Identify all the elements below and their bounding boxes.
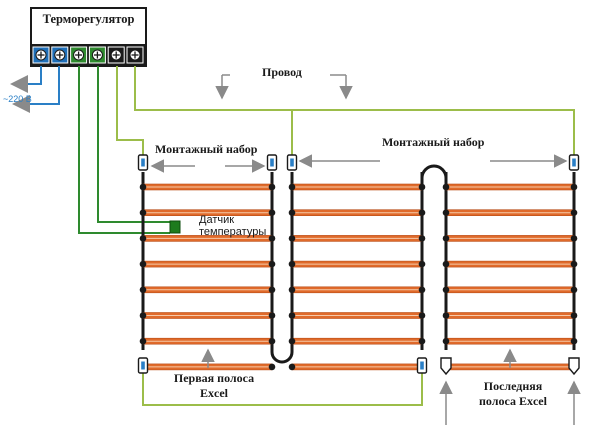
strip-joint <box>139 183 147 191</box>
strip-joint <box>442 260 450 268</box>
end-caps <box>137 154 580 376</box>
sensor-label-line-2: температуры <box>199 226 267 238</box>
strip-joint <box>288 312 296 319</box>
end-cap <box>568 357 580 376</box>
supply-wire-2 <box>12 66 60 113</box>
sensor-label-line-1: Датчик <box>199 214 235 226</box>
strip-joint <box>268 209 276 216</box>
connector-pin <box>141 361 145 370</box>
strip-joint <box>442 183 450 191</box>
first-strip-label: Первая полоса Excel <box>168 371 260 401</box>
strip-joint <box>418 286 426 294</box>
strip-joint <box>288 286 296 294</box>
temperature-sensor-label: Датчик температуры <box>199 214 266 238</box>
strip-joint <box>288 183 296 191</box>
connector-pin <box>572 158 576 167</box>
strip-joint <box>418 235 426 242</box>
strip-joint <box>442 312 450 319</box>
strip-joint <box>442 235 450 242</box>
terminal-screws <box>32 46 144 64</box>
temperature-sensor-icon <box>169 220 181 234</box>
sensor-wire-2 <box>97 66 170 223</box>
supply-wires <box>10 66 60 113</box>
strip-joint <box>442 286 450 294</box>
bottom-loop-connector <box>270 345 294 364</box>
supply-voltage-label: ~220 В <box>3 94 32 104</box>
thermostat-unit <box>30 7 147 67</box>
strip-joint <box>570 286 578 294</box>
strip-joint <box>418 337 426 345</box>
first-strip-line-2: Excel <box>200 386 228 400</box>
strip-joint <box>570 260 578 268</box>
strip-joint <box>418 312 426 319</box>
feed-wire-bottom <box>142 372 423 406</box>
connector-pin <box>270 158 274 167</box>
connector-pin <box>420 361 424 370</box>
strip-joint <box>268 235 276 242</box>
wire-label: Провод <box>262 65 302 79</box>
heating-section-2 <box>288 172 578 371</box>
strip-joint <box>418 260 426 268</box>
strip-joint <box>268 260 276 268</box>
strip-joint <box>139 312 147 319</box>
last-strip-line-2: полоса Excel <box>479 394 547 408</box>
feed-wire-first-strip <box>116 66 144 160</box>
strip-joint <box>268 286 276 294</box>
strip-joint <box>268 183 276 191</box>
sensor-wires <box>78 66 170 234</box>
strip-joint <box>139 209 147 216</box>
feed-wires <box>116 66 575 406</box>
last-strip-line-1: Последняя <box>483 379 543 393</box>
strip-joint <box>570 183 578 191</box>
strip-joint <box>268 363 276 371</box>
strip-joint <box>288 260 296 268</box>
thermostat-title: Терморегулятор <box>42 12 135 26</box>
strip-joint <box>288 209 296 216</box>
sensor-wire-1 <box>78 66 170 234</box>
end-cap <box>440 357 452 376</box>
strip-joint <box>288 235 296 242</box>
feed-wire-jumper-top <box>134 66 293 160</box>
strip-joint <box>139 286 147 294</box>
mounting-kit-label-1: Монтажный набор <box>155 142 258 156</box>
heating-section-1 <box>139 172 276 371</box>
supply-wire-1 <box>10 66 42 93</box>
strip-joint <box>268 337 276 345</box>
strip-joint <box>139 337 147 345</box>
strip-joint <box>288 337 296 345</box>
connector-pin <box>141 158 145 167</box>
strip-joint <box>570 312 578 319</box>
annotation-arrows <box>150 74 581 425</box>
last-strip-label: Последняя полоса Excel <box>468 379 558 409</box>
strip-joint <box>268 312 276 319</box>
first-strip-line-1: Первая полоса <box>173 371 255 385</box>
strip-joint <box>418 183 426 191</box>
connector-pin <box>290 158 294 167</box>
strip-joint <box>418 209 426 216</box>
mounting-kit-label-2: Монтажный набор <box>382 135 485 149</box>
strip-joint <box>288 363 296 371</box>
strip-joint <box>442 337 450 345</box>
strip-joint <box>570 337 578 345</box>
strip-joint <box>570 235 578 242</box>
strip-joint <box>442 209 450 216</box>
strip-joint <box>139 260 147 268</box>
feed-wire-last-strip <box>292 109 575 160</box>
top-loop-connector <box>420 164 448 185</box>
strip-joint <box>570 209 578 216</box>
strip-joint <box>139 235 147 242</box>
